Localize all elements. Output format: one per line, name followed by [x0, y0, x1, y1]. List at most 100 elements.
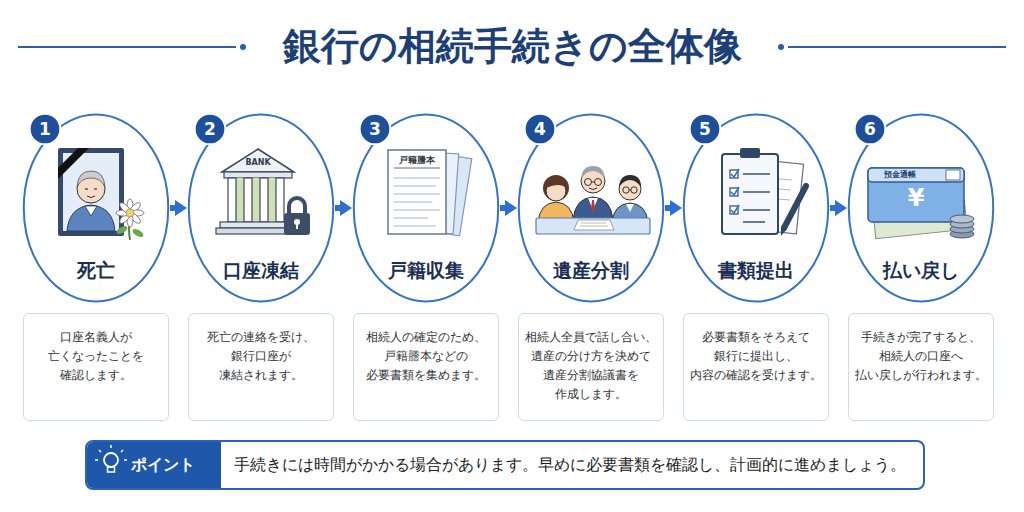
- point-text: 手続きには時間がかかる場合があります。早めに必要書類を確認し、計画的に進めましょ…: [234, 442, 906, 488]
- portrait-illustration: [58, 148, 89, 179]
- step-number: 2: [194, 113, 226, 145]
- meeting-illustration: [626, 204, 634, 212]
- step-title: 口座凍結: [187, 259, 335, 281]
- checklist-illustration: [730, 188, 738, 196]
- lock-icon: [284, 213, 310, 235]
- meeting-illustration: [546, 181, 566, 201]
- meeting-illustration: [580, 226, 608, 227]
- step-title: 戸籍収集: [352, 259, 500, 281]
- step-description-box: 口座名義人が 亡くなったことを 確認します。: [23, 313, 169, 421]
- passbook-illustration: [868, 168, 964, 182]
- lock-icon: [289, 198, 305, 214]
- checklist-illustration: [730, 170, 738, 178]
- yen-sign: ¥: [896, 183, 936, 213]
- bank-illustration: [216, 149, 300, 234]
- meeting-illustration: [574, 220, 614, 230]
- meeting-illustration: [629, 190, 631, 191]
- badge-circle: [30, 114, 61, 145]
- bank-illustration: [216, 228, 300, 234]
- bank-illustration: [236, 178, 244, 222]
- document-illustration: [394, 217, 428, 218]
- coin-stack: [950, 220, 974, 228]
- step-description: 相続人の確定のため、 戸籍謄本などの 必要書類を集めます。: [356, 328, 496, 385]
- step-oval: 口座凍結 2: [187, 113, 335, 303]
- step-title: 書類提出: [682, 259, 830, 281]
- checklist-illustration: [730, 206, 738, 214]
- flower-illustration: [130, 210, 144, 216]
- step-oval: 書類提出5: [682, 113, 830, 303]
- meeting-illustration: [543, 175, 569, 201]
- flower-illustration: [116, 210, 130, 216]
- checklist-illustration: [766, 198, 790, 200]
- diagram-title: 銀行の相続手続きの全体像: [0, 24, 1024, 68]
- flower-illustration: [131, 227, 144, 238]
- meeting-illustration: [619, 175, 641, 187]
- meeting-illustration: [581, 166, 605, 179]
- meeting-illustration: [546, 179, 566, 188]
- meeting-illustration: [619, 178, 641, 200]
- step-title: 死亡: [22, 259, 170, 281]
- portrait-illustration: [85, 188, 88, 189]
- badge-circle: [855, 114, 886, 145]
- portrait-illustration: [58, 148, 124, 236]
- portrait-illustration: [77, 175, 105, 203]
- document-illustration: [394, 168, 440, 169]
- step-title: 遺産分割: [517, 259, 665, 281]
- step-number-badge: 3: [359, 113, 391, 145]
- bank-illustration: [244, 178, 252, 222]
- meeting-illustration: [573, 197, 613, 220]
- step-oval: 戸籍収集 3: [352, 113, 500, 303]
- flow-arrow: [335, 205, 346, 211]
- coin-stack: [950, 225, 974, 233]
- meeting-illustration: [585, 179, 592, 186]
- bank-sign: BANK: [236, 158, 280, 168]
- portrait-illustration: [63, 153, 119, 231]
- checklist-illustration: [768, 178, 792, 180]
- checklist-illustration: [743, 191, 770, 192]
- point-tag-label: ポイント: [131, 442, 195, 488]
- meeting-illustration: [538, 202, 574, 222]
- bank-illustration: [228, 178, 236, 222]
- flower-illustration: [129, 216, 130, 240]
- passbook-illustration: [946, 170, 960, 180]
- lock-icon: [294, 219, 300, 225]
- step-number-badge: 6: [854, 113, 886, 145]
- document-illustration: [394, 225, 436, 226]
- step-description-box: 必要書類をそろえて 銀行に提出し、 内容の確認を受けます。: [683, 313, 829, 421]
- meeting-illustration: [591, 200, 595, 212]
- bank-illustration: [222, 149, 294, 172]
- bank-illustration: [252, 178, 260, 222]
- document-illustration: [394, 209, 440, 210]
- meeting-illustration: [581, 223, 606, 224]
- step-description: 必要書類をそろえて 銀行に提出し、 内容の確認を受けます。: [686, 328, 826, 385]
- flow-arrow: [830, 205, 841, 211]
- lightbulb-icon: [108, 467, 115, 472]
- step-description: 手続きが完了すると、 相続人の口座へ 払い戻しが行われます。: [851, 328, 991, 385]
- portrait-illustration: [77, 171, 105, 187]
- document-illustration: [388, 150, 446, 234]
- document-illustration: [394, 193, 440, 194]
- pen-icon: [781, 226, 787, 236]
- passbook-title: 預金通帳: [870, 170, 930, 180]
- document-heading: 戸籍謄本: [390, 155, 444, 166]
- meeting-illustration: [536, 166, 650, 234]
- step-description-box: 死亡の連絡を受け、 銀行口座が 凍結されます。: [188, 313, 334, 421]
- document-illustration: [394, 201, 432, 202]
- portrait-illustration: [85, 206, 97, 216]
- flower-illustration: [128, 211, 142, 225]
- step-description-box: 相続人全員で話し合い、 遺産の分け方を決めて 遺産分割協議書を 作成します。: [518, 313, 664, 421]
- title-rule: [788, 46, 1006, 48]
- coin-stack: [950, 215, 974, 223]
- lightbulb-icon: [99, 450, 101, 452]
- document-illustration: [394, 177, 440, 178]
- bank-illustration: [224, 172, 292, 178]
- checklist-illustration: [743, 209, 770, 210]
- step-number: 1: [29, 113, 61, 145]
- checklist-illustration: [756, 160, 803, 234]
- passbook-illustration: [868, 168, 964, 222]
